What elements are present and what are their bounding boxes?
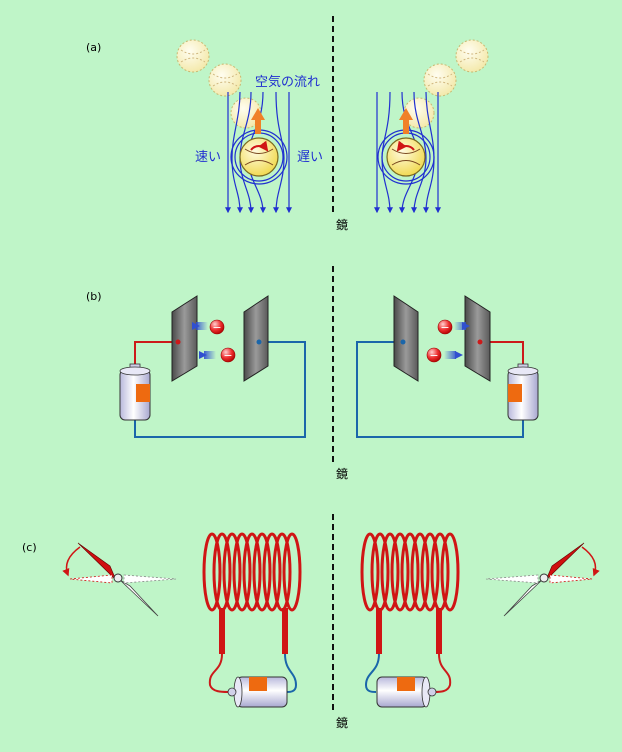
compass-needle-south (119, 579, 159, 617)
ghost-ball (208, 63, 242, 97)
compass-needle (485, 542, 600, 617)
red-wire (134, 341, 178, 364)
blue-wire (284, 653, 298, 693)
coil-lead (282, 608, 288, 654)
red-wire (433, 653, 452, 693)
lift-arrow (399, 108, 413, 134)
spin-arrow (250, 140, 269, 152)
ghost-ball (455, 39, 489, 73)
electron-trail (454, 322, 466, 330)
electron-sign: − (223, 349, 232, 362)
battery-label (136, 384, 150, 402)
panel-c: (c) (22, 532, 600, 708)
baseball (386, 137, 426, 177)
capacitor-plate-positive (243, 295, 269, 382)
panel-a-left-scene: 空気の流れ 速い 遅い (176, 39, 323, 214)
battery (507, 363, 539, 421)
compass-needle-ghost (549, 574, 593, 584)
battery (227, 676, 288, 708)
rotation-arrow (62, 546, 81, 577)
panel-c-left-scene (62, 532, 302, 708)
lift-arrow (251, 108, 265, 134)
battery (119, 363, 151, 421)
coil-lead (376, 608, 382, 654)
blue-wire (364, 653, 380, 693)
spin-arrow (396, 140, 415, 152)
ghost-ball (423, 63, 457, 97)
compass-needle-north (77, 542, 117, 581)
terminal-dot (256, 339, 262, 345)
solenoid-coil (360, 532, 460, 612)
electron-motion-arrow (192, 322, 200, 330)
panel-c-label: (c) (22, 541, 37, 554)
capacitor-plate-positive (393, 295, 419, 382)
capacitor-plate-negative (464, 295, 491, 382)
ghost-ball (176, 39, 210, 73)
panel-a-label: (a) (86, 41, 101, 54)
panel-b-left-scene: − − (119, 295, 306, 438)
terminal-dot (400, 339, 406, 345)
compass-needle-ghost (69, 574, 113, 584)
electron-trail (196, 322, 208, 330)
electron: − (220, 347, 236, 363)
battery-terminal (427, 687, 437, 697)
electron-motion-arrow (199, 351, 207, 359)
slow-label: 遅い (297, 150, 323, 165)
electron-sign: − (212, 321, 221, 334)
electron-sign: − (440, 321, 449, 334)
panel-b: (b) − − (86, 290, 539, 438)
solenoid-coil (202, 532, 302, 612)
panel-a-right-scene (374, 39, 489, 214)
blue-wire (134, 341, 306, 438)
capacitor-plate-negative (171, 295, 198, 382)
fast-label: 速い (195, 150, 221, 165)
electron-trail (444, 351, 456, 359)
panel-b-label: (b) (86, 290, 102, 303)
mirror-label-a: 鏡 (336, 217, 348, 232)
battery-label (508, 384, 522, 402)
mirror-label-b: 鏡 (336, 466, 348, 481)
battery (376, 676, 437, 708)
compass-pivot (539, 573, 549, 583)
compass-needle (62, 542, 177, 617)
electron-motion-arrow (462, 322, 470, 330)
baseball (239, 137, 279, 177)
compass-pivot (113, 573, 123, 583)
compass-needle-north (545, 542, 585, 581)
coil-lead (219, 608, 225, 654)
coil-lead (436, 608, 442, 654)
compass-needle-ghost (485, 574, 539, 584)
battery-label (249, 677, 267, 691)
red-wire (480, 341, 524, 364)
compass-needle-ghost (123, 574, 177, 584)
electron: − (426, 347, 442, 363)
battery-terminal (227, 687, 237, 697)
compass-needle-south (503, 579, 543, 617)
blue-wire (356, 341, 524, 438)
panel-a: (a) (86, 39, 489, 214)
terminal-dot (175, 339, 181, 345)
electron-motion-arrow (455, 351, 463, 359)
electron-sign: − (429, 349, 438, 362)
electron-trail (204, 351, 216, 359)
panel-b-right-scene: − − (356, 295, 539, 438)
mirror-label-c: 鏡 (336, 715, 348, 730)
electron: − (437, 319, 453, 335)
rotation-arrow (581, 546, 600, 577)
air-flow-label: 空気の流れ (255, 74, 320, 90)
terminal-dot (477, 339, 483, 345)
electron: − (209, 319, 225, 335)
panel-c-right-scene (360, 532, 600, 708)
red-wire (208, 653, 229, 693)
battery-label (397, 677, 415, 691)
